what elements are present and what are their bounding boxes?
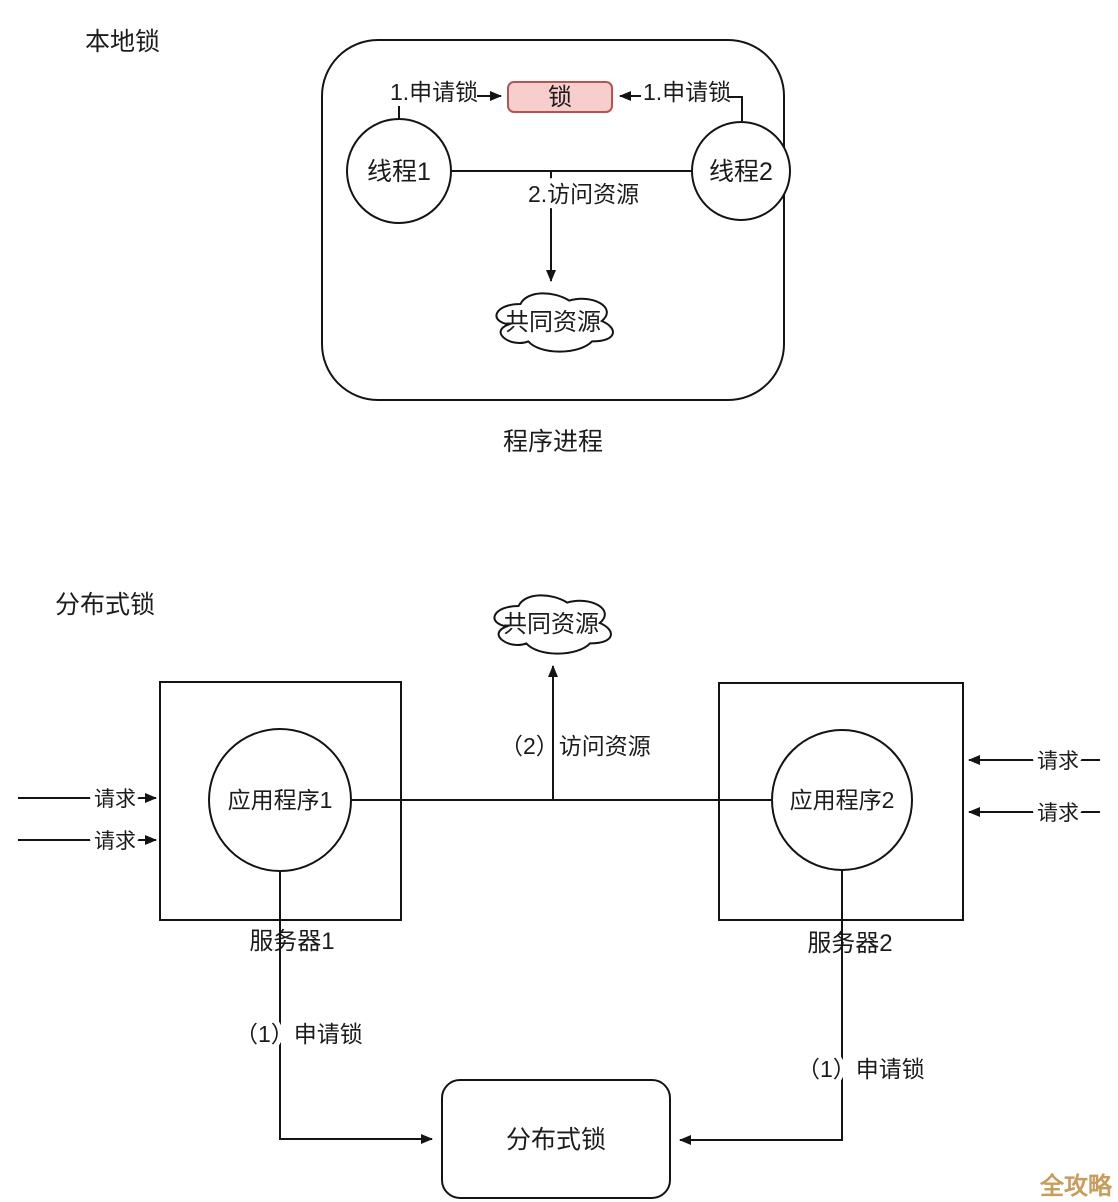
- request-right-1-label: 请求: [1037, 750, 1079, 773]
- request-lock-left-label: 1.申请锁: [390, 79, 478, 105]
- thread1-label: 线程1: [367, 158, 431, 186]
- server2-label: 服务器2: [807, 930, 892, 957]
- process-container: [321, 39, 785, 401]
- thread2-label: 线程2: [709, 158, 773, 186]
- section-label-distributed-lock: 分布式锁: [55, 591, 155, 619]
- process-label: 程序进程: [503, 428, 603, 456]
- distributed-lock-box-label: 分布式锁: [506, 1126, 606, 1154]
- connector-label-to-thread2: [728, 96, 743, 121]
- watermark-text: 全攻略: [1039, 1172, 1113, 1200]
- local-lock-section: 本地锁 线程1 线程2 锁 1.申请锁 1.申请锁 2.访问资源 共同资源 程序…: [85, 28, 791, 456]
- lock-node-label: 锁: [548, 84, 572, 111]
- shared-resource-label: 共同资源: [505, 309, 601, 336]
- lock-node: [507, 81, 613, 113]
- request-left-2-label: 请求: [94, 830, 136, 853]
- request-lock-left-label-2: （1）申请锁: [235, 1021, 363, 1047]
- access-resource-label: 2.访问资源: [528, 181, 639, 207]
- request-right-2-label: 请求: [1037, 802, 1079, 825]
- arrow-app1-request-lock: [279, 871, 433, 1144]
- section-label-local-lock: 本地锁: [85, 28, 160, 56]
- app2-label: 应用程序2: [790, 787, 895, 813]
- shared-resource-label-2: 共同资源: [503, 611, 599, 638]
- request-lock-right-label-2: （1）申请锁: [797, 1056, 925, 1082]
- request-lock-right-label: 1.申请锁: [643, 79, 731, 105]
- access-resource-label-2: （2）访问资源: [500, 733, 651, 759]
- app1-label: 应用程序1: [228, 787, 333, 813]
- distributed-lock-section: 分布式锁 共同资源 （2）访问资源 应用程序1 服务器1 应用程序2 服务器2 …: [18, 591, 1100, 1199]
- request-left-1-label: 请求: [94, 788, 136, 811]
- server1-label: 服务器1: [249, 928, 334, 955]
- arrow-app2-request-lock: [679, 870, 843, 1145]
- distributed-lock-box: [441, 1079, 671, 1199]
